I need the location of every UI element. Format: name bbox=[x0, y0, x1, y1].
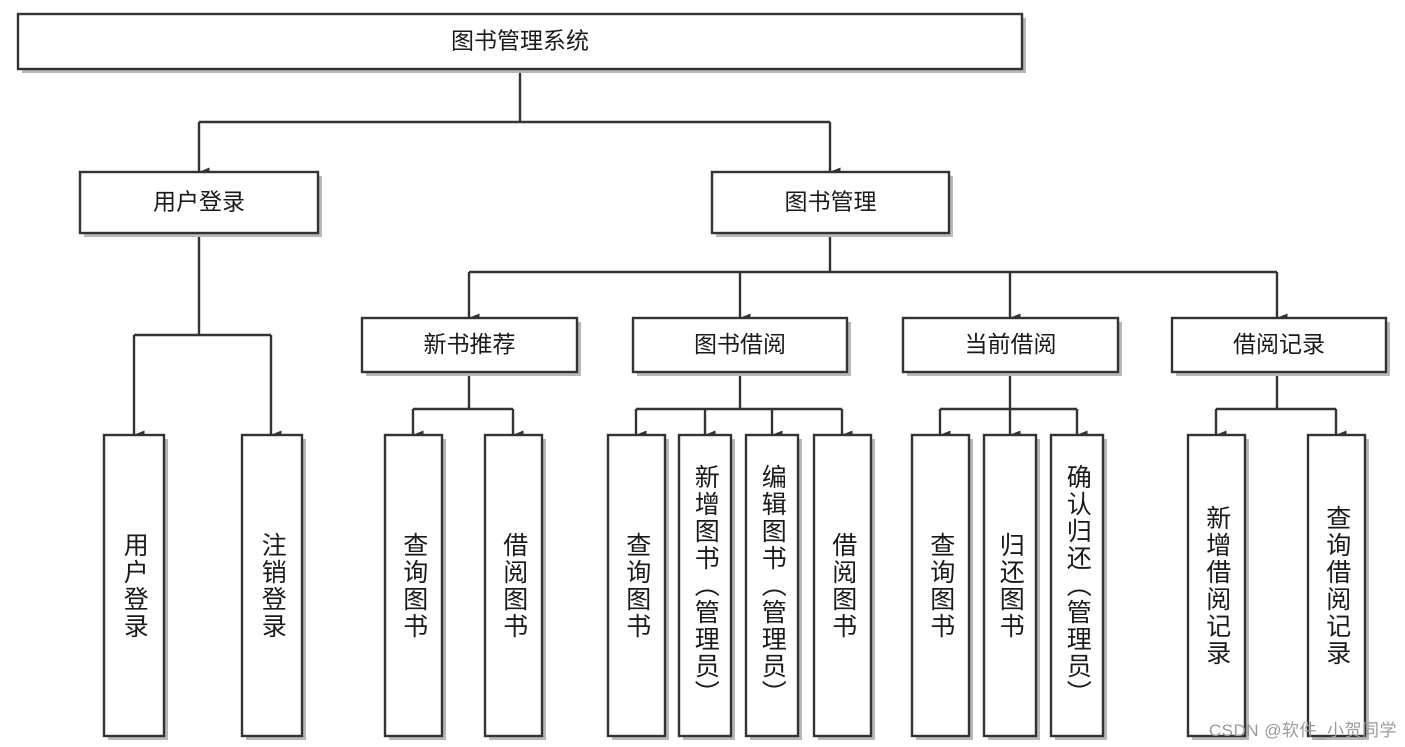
leaf-node-9[interactable] bbox=[982, 433, 1038, 738]
csdn-watermark: CSDN @软件_小贺同学 bbox=[1208, 721, 1397, 740]
level3-node-2[interactable] bbox=[901, 316, 1120, 374]
level2-node-0[interactable] bbox=[78, 170, 320, 235]
leaf-node-10[interactable] bbox=[1049, 433, 1105, 738]
leaf-node-0[interactable] bbox=[102, 433, 166, 738]
level3-node-3-label: 借阅记录 bbox=[1233, 331, 1325, 357]
leaf-node-12[interactable] bbox=[1306, 433, 1367, 738]
level3-node-3[interactable] bbox=[1170, 316, 1388, 374]
level2-node-0-label: 用户登录 bbox=[153, 189, 245, 215]
level3-node-0-label: 新书推荐 bbox=[424, 331, 516, 357]
connector-layer bbox=[132, 69, 1347, 440]
leaf-node-11[interactable] bbox=[1186, 433, 1247, 738]
level2-node-1-label: 图书管理 bbox=[785, 189, 877, 215]
leaf-node-3[interactable] bbox=[483, 433, 544, 738]
root-node-book-management-system-label: 图书管理系统 bbox=[451, 28, 589, 54]
level2-node-1[interactable] bbox=[710, 170, 951, 235]
root-node-book-management-system[interactable] bbox=[16, 12, 1024, 71]
level3-node-1[interactable] bbox=[631, 316, 849, 374]
leaf-node-6[interactable] bbox=[744, 433, 800, 738]
level3-node-1-label: 图书借阅 bbox=[694, 331, 786, 357]
leaf-node-8[interactable] bbox=[910, 433, 971, 738]
leaf-node-5[interactable] bbox=[677, 433, 733, 738]
leaf-node-7[interactable] bbox=[812, 433, 873, 738]
leaf-node-2[interactable] bbox=[383, 433, 444, 738]
level3-node-0[interactable] bbox=[360, 316, 579, 374]
leaf-node-4[interactable] bbox=[606, 433, 667, 738]
leaf-node-1[interactable] bbox=[240, 433, 304, 738]
level3-node-2-label: 当前借阅 bbox=[965, 331, 1057, 357]
